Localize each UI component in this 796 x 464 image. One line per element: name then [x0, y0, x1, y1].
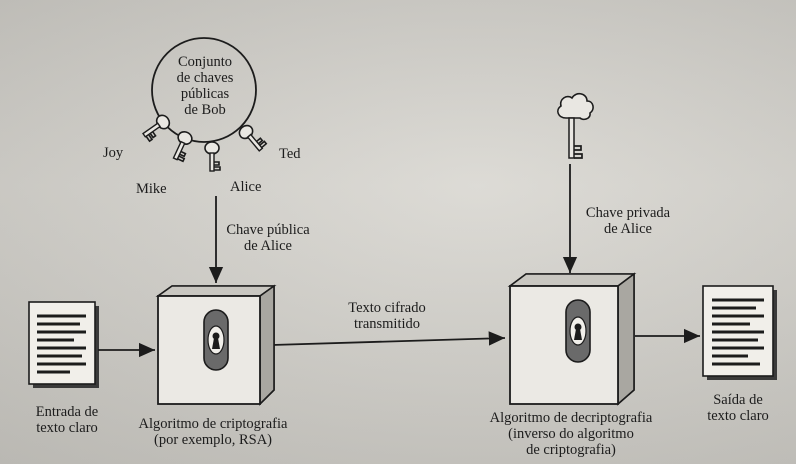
encryption-label: Algoritmo de criptografia (por exemplo, … [138, 416, 288, 448]
key-alice-icon [204, 141, 221, 172]
public-key-label: Chave pública de Alice [226, 222, 310, 254]
keyring-label: Conjunto de chaves públicas de Bob [176, 54, 234, 118]
key-owner-alice: Alice [230, 179, 262, 195]
plaintext-input-document-icon [28, 301, 99, 388]
decryption-label: Algoritmo de decriptografia (inverso do … [489, 410, 653, 458]
plaintext-input-label: Entrada de texto claro [35, 404, 99, 436]
key-owner-ted: Ted [279, 146, 301, 162]
plaintext-output-label: Saída de texto claro [707, 392, 769, 424]
private-key-icon [557, 92, 594, 159]
plaintext-output-document-icon [702, 285, 777, 380]
decryption-lock-icon [565, 299, 591, 363]
private-key-label: Chave privada de Alice [585, 205, 671, 237]
keyring-icon [151, 37, 257, 143]
key-owner-mike: Mike [136, 181, 167, 197]
encryption-box-icon [155, 284, 277, 406]
key-mike-icon [168, 128, 196, 164]
ciphertext-arrow [271, 331, 506, 346]
key-owner-joy: Joy [103, 145, 124, 161]
decryption-box-icon [507, 272, 637, 406]
encryption-lock-icon [203, 309, 229, 371]
ciphertext-label: Texto cifrado transmitido [348, 300, 426, 332]
